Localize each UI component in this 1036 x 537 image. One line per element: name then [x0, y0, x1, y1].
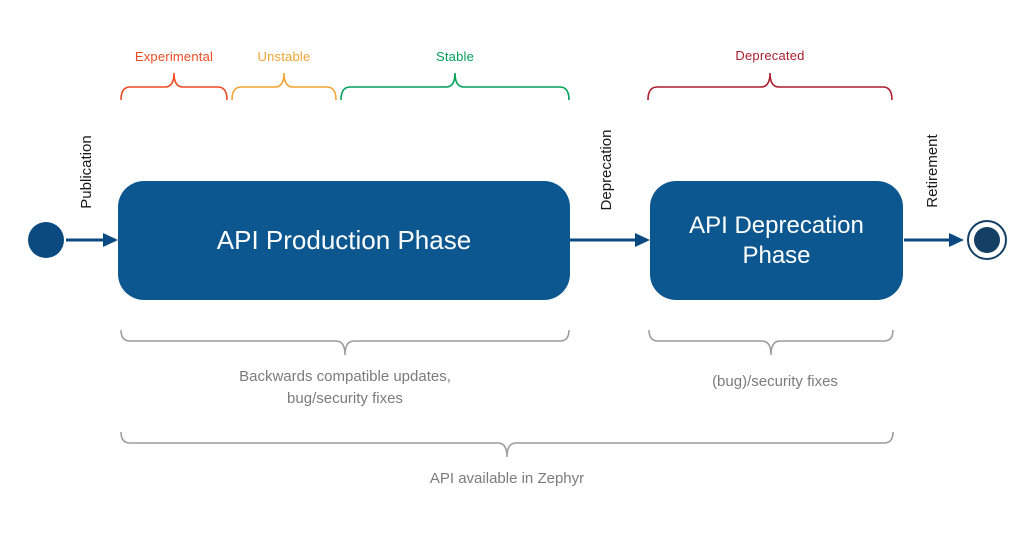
api-deprecation-phase-label: API Deprecation Phase [689, 211, 864, 269]
production-note-brace [120, 329, 570, 356]
deprecated-stage-label: Deprecated [735, 48, 805, 63]
unstable-brace [231, 72, 337, 101]
start-state-circle [28, 222, 64, 258]
api-deprecation-phase-box: API Deprecation Phase [650, 181, 903, 300]
production-note-line-1: Backwards compatible updates, [239, 368, 451, 385]
deprecated-brace [647, 72, 893, 101]
experimental-stage-label: Experimental [134, 49, 214, 64]
end-state-inner-circle [974, 227, 1000, 253]
zephyr-availability-brace [120, 431, 894, 458]
stable-stage-label: Stable [435, 49, 475, 64]
retirement-arrow-head [949, 233, 964, 247]
unstable-stage-label: Unstable [257, 49, 311, 64]
api-production-phase-label: API Production Phase [216, 225, 472, 255]
publication-arrow-head [103, 233, 118, 247]
deprecation-transition-label: Deprecation [598, 129, 615, 211]
api-production-phase-box: API Production Phase [118, 181, 570, 300]
production-note-line-2: bug/security fixes [287, 389, 403, 407]
production-note-label: Backwards compatible updates, bug/securi… [170, 366, 520, 410]
publication-transition-label: Publication [78, 135, 95, 209]
deprecation-note-label: (bug)/security fixes [712, 373, 838, 390]
deprecation-arrow-head [635, 233, 650, 247]
zephyr-availability-label: API available in Zephyr [429, 470, 585, 487]
experimental-brace [120, 72, 228, 101]
deprecation-note-brace [648, 329, 894, 356]
stable-brace [340, 72, 570, 101]
retirement-transition-label: Retirement [924, 134, 941, 208]
